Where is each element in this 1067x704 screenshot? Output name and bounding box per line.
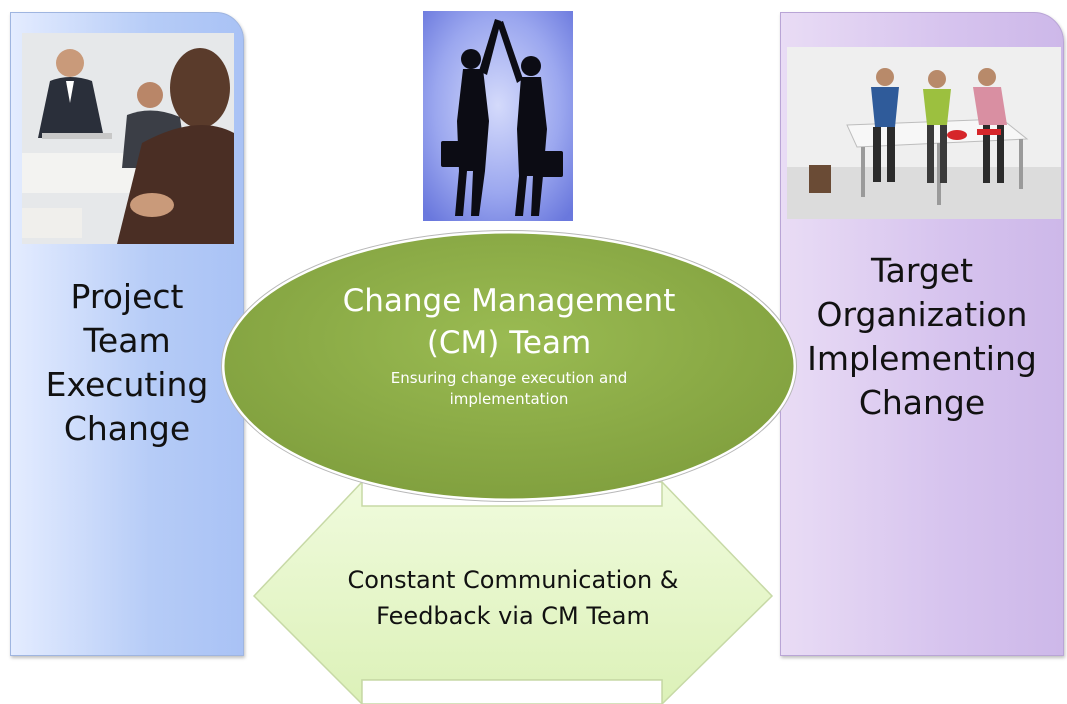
communication-label: Constant Communication & Feedback via CM… — [252, 562, 774, 634]
high-five-silhouette-photo — [423, 11, 573, 221]
team-at-table-photo — [787, 47, 1061, 219]
project-team-line: Executing — [45, 365, 209, 404]
target-organization-label: Target Organization Implementing Change — [781, 249, 1063, 425]
cm-team-title-line: (CM) Team — [426, 325, 592, 361]
target-organization-line: Target — [870, 251, 974, 290]
communication-line: Constant Communication & — [347, 566, 679, 594]
project-team-label: Project Team Executing Change — [11, 275, 243, 451]
business-meeting-photo — [22, 33, 234, 244]
target-organization-line: Implementing — [807, 339, 1037, 378]
communication-line: Feedback via CM Team — [376, 602, 650, 630]
cm-team-title-line: Change Management — [342, 283, 676, 319]
project-team-line: Project — [70, 277, 184, 316]
target-organization-line: Organization — [816, 295, 1028, 334]
target-organization-line: Change — [858, 383, 986, 422]
cm-team-subtitle: Ensuring change execution and implementa… — [390, 369, 628, 408]
cm-team-ellipse — [221, 230, 797, 502]
project-team-line: Change — [63, 409, 191, 448]
cm-team-title: Change Management (CM) Team — [248, 280, 770, 364]
project-team-line: Team — [83, 321, 171, 360]
